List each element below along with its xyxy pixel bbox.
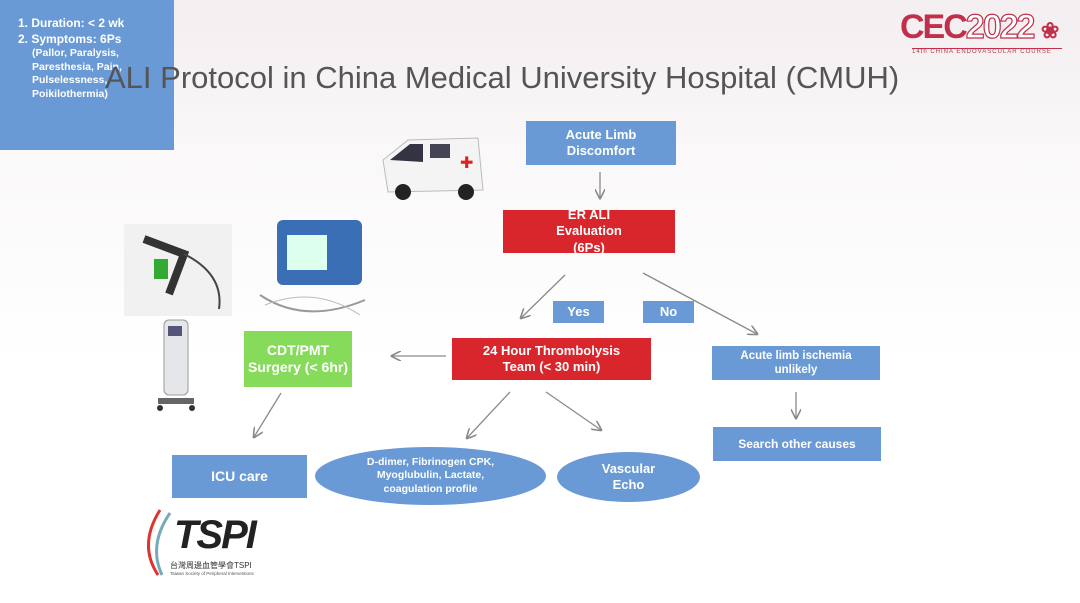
criteria-duration: 1. Duration: < 2 wk xyxy=(18,16,125,30)
cec-logo-subtitle: 14th CHINA ENDOVASCULAR COURSE xyxy=(912,48,1062,55)
svg-text:✚: ✚ xyxy=(460,155,473,172)
tspi-en: Taiwan Society of Peripheral Interventio… xyxy=(170,571,254,576)
criteria-box: 1. Duration: < 2 wk 2. Symptoms: 6Ps (Pa… xyxy=(0,0,174,150)
tspi-logo: TSPI 台灣周邊血管學會TSPI Taiwan Society of Peri… xyxy=(138,505,288,585)
criteria-detail: (Pallor, Paralysis, Paresthesia, Pain, P… xyxy=(32,47,122,101)
no-label: No xyxy=(643,301,694,323)
criteria-symptoms: 2. Symptoms: 6Ps xyxy=(18,31,122,46)
acute-limb-discomfort-box: Acute Limb Discomfort xyxy=(526,121,676,165)
icu-care-box: ICU care xyxy=(172,455,307,498)
cdt-pmt-surgery-box: CDT/PMT Surgery (< 6hr) xyxy=(244,331,352,387)
slide-title: ALI Protocol in China Medical University… xyxy=(105,60,900,95)
vascular-echo-ellipse: Vascular Echo xyxy=(557,452,700,502)
cec-logo: CEC2022 ❀ xyxy=(900,7,1059,46)
yes-label: Yes xyxy=(553,301,604,323)
ischemia-unlikely-box: Acute limb ischemia unlikely xyxy=(712,346,880,380)
pump-cart-image xyxy=(150,318,200,416)
er-ali-evaluation-box: ER ALI Evaluation (6Ps) xyxy=(503,207,675,255)
tspi-name: TSPI xyxy=(174,513,257,557)
labs-ellipse: D-dimer, Fibrinogen CPK, Myoglubulin, La… xyxy=(315,447,546,505)
tspi-cn: 台灣周邊血管學會TSPI xyxy=(170,561,252,570)
catheter-device-image xyxy=(124,224,232,316)
search-other-causes-box: Search other causes xyxy=(713,427,881,461)
thrombolysis-team-box: 24 Hour Thrombolysis Team (< 30 min) xyxy=(452,338,651,380)
thrombectomy-console-image xyxy=(255,215,370,325)
ambulance-image: ✚ xyxy=(378,130,488,210)
